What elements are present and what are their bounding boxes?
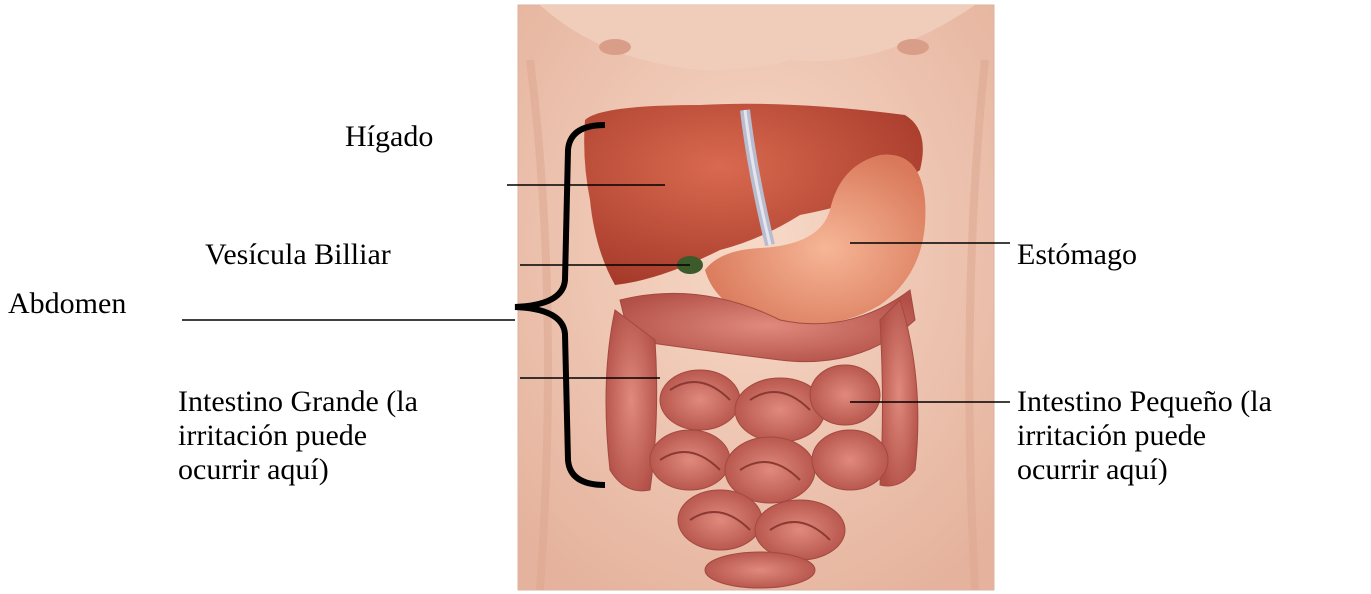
label-intestino-pequeno-line-2: irritación puede (1017, 419, 1272, 453)
left-nipple (599, 39, 631, 55)
label-intestino-pequeno-line-3: ocurrir aquí) (1017, 453, 1272, 487)
label-higado: Hígado (345, 120, 433, 154)
label-intestino-grande: Intestino Grande (la irritación puede oc… (178, 385, 418, 487)
label-abdomen: Abdomen (8, 287, 126, 321)
label-vesicula-billiar: Vesícula Billiar (205, 238, 391, 272)
label-intestino-grande-line-1: Intestino Grande (la (178, 385, 418, 419)
label-intestino-grande-line-2: irritación puede (178, 419, 418, 453)
label-estomago: Estómago (1017, 238, 1137, 272)
label-intestino-pequeno-line-1: Intestino Pequeño (la (1017, 385, 1272, 419)
label-intestino-pequeno: Intestino Pequeño (la irritación puede o… (1017, 385, 1272, 487)
label-intestino-grande-line-3: ocurrir aquí) (178, 453, 418, 487)
right-nipple (897, 39, 929, 55)
